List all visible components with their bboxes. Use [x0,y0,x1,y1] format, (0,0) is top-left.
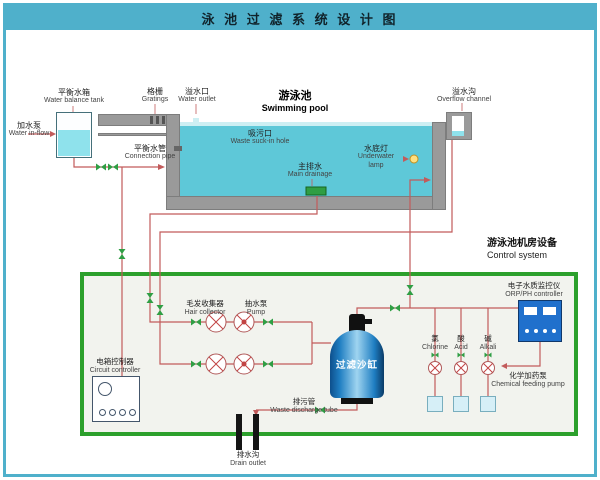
indicator-dots [99,409,136,416]
label-drain-outlet: 排水沟 Drain outlet [230,450,266,467]
label-balance-tank: 平衡水箱 Water balance tank [43,88,105,105]
gauge-icon [98,382,112,396]
orp-display [543,307,556,315]
pipes [28,133,541,411]
orp-display [524,307,537,315]
label-pump: 抽水泵 Pump [244,299,268,316]
orp-knob [525,329,529,333]
leader-lines [72,103,463,186]
label-overflow-channel: 溢水沟 Overflow channel [436,87,492,104]
orp-knob [552,329,556,333]
orp-knob [543,329,547,333]
multiport-valve [349,314,365,332]
orp-knob [534,329,538,333]
page-title: 泳 池 过 滤 系 统 设 计 图 [201,11,399,27]
overflow-channel-water [452,131,464,136]
multiport-valve-stub [365,319,372,324]
balance-tank-water [58,130,90,156]
label-water-outlet: 溢水口 Water outlet [178,87,216,104]
label-main-drainage: 主排水 Main drainage [287,162,333,179]
label-chemical-pump: 化学加药泵 Chemical feeding pump [491,371,565,388]
flow-arrows [50,131,507,416]
label-chlorine: 氯 Chlorine [421,334,449,351]
sand-filter-label: 过滤沙缸 [335,360,378,371]
pool-water [180,122,432,196]
label-alkali: 碱 Alkali [479,334,497,351]
chemical-pump-symbols [428,361,495,375]
waste-suck-hole-icon [174,146,182,151]
label-waste-suck-hole: 吸污口 Waste suck-in hole [230,129,290,146]
label-gratings: 格栅 Gratings [141,87,169,104]
pool-water-surface [180,122,432,126]
underwater-lamp-icon [409,154,419,164]
deck-under-channel [98,126,168,133]
label-circuit-controller: 电箱控制器 Circuit controller [89,357,141,374]
orp-controller-box [518,300,562,342]
valve-symbols [96,163,492,414]
label-orp-controller: 电子水质监控仪 ORP/PH controller [505,281,563,298]
pump-symbols [233,311,255,375]
sand-filter-base [341,398,373,404]
pool-bottom [166,196,446,210]
grating-icon [150,116,165,124]
pool-left-wall [166,114,180,210]
label-water-inflow: 加水泵 Water in-flow [8,121,50,138]
label-waste-tube: 排污管 Waste discharge tube [270,397,338,414]
pool-right-wall [432,122,446,210]
label-acid: 酸 Acid [454,334,468,351]
chemical-tank [480,396,496,412]
outer-frame [3,3,597,477]
title-bar: 泳 池 过 滤 系 统 设 计 图 [6,6,594,30]
waste-discharge-tube [236,414,242,450]
label-underwater-lamp: 水底灯 Underwater lamp [357,144,395,169]
water-outlet-icon [193,118,199,123]
main-drain-grate [305,186,327,196]
label-control-system: 游泳池机房设备 Control system [487,238,557,260]
circuit-controller-box [92,376,140,422]
label-hair-collector: 毛发收集器 Hair collector [184,299,226,316]
label-connection-pipe: 平衡水管 Connection pipe [124,144,176,161]
chemical-tank [453,396,469,412]
sand-filter-tank: 过滤沙缸 [330,330,384,398]
deck-channel-base [98,133,168,136]
hair-collector-symbols [205,311,227,375]
label-swimming-pool: 游泳池 Swimming pool [261,90,329,113]
chemical-tank [427,396,443,412]
waste-discharge-tube [253,414,259,450]
balance-tank [56,112,92,158]
